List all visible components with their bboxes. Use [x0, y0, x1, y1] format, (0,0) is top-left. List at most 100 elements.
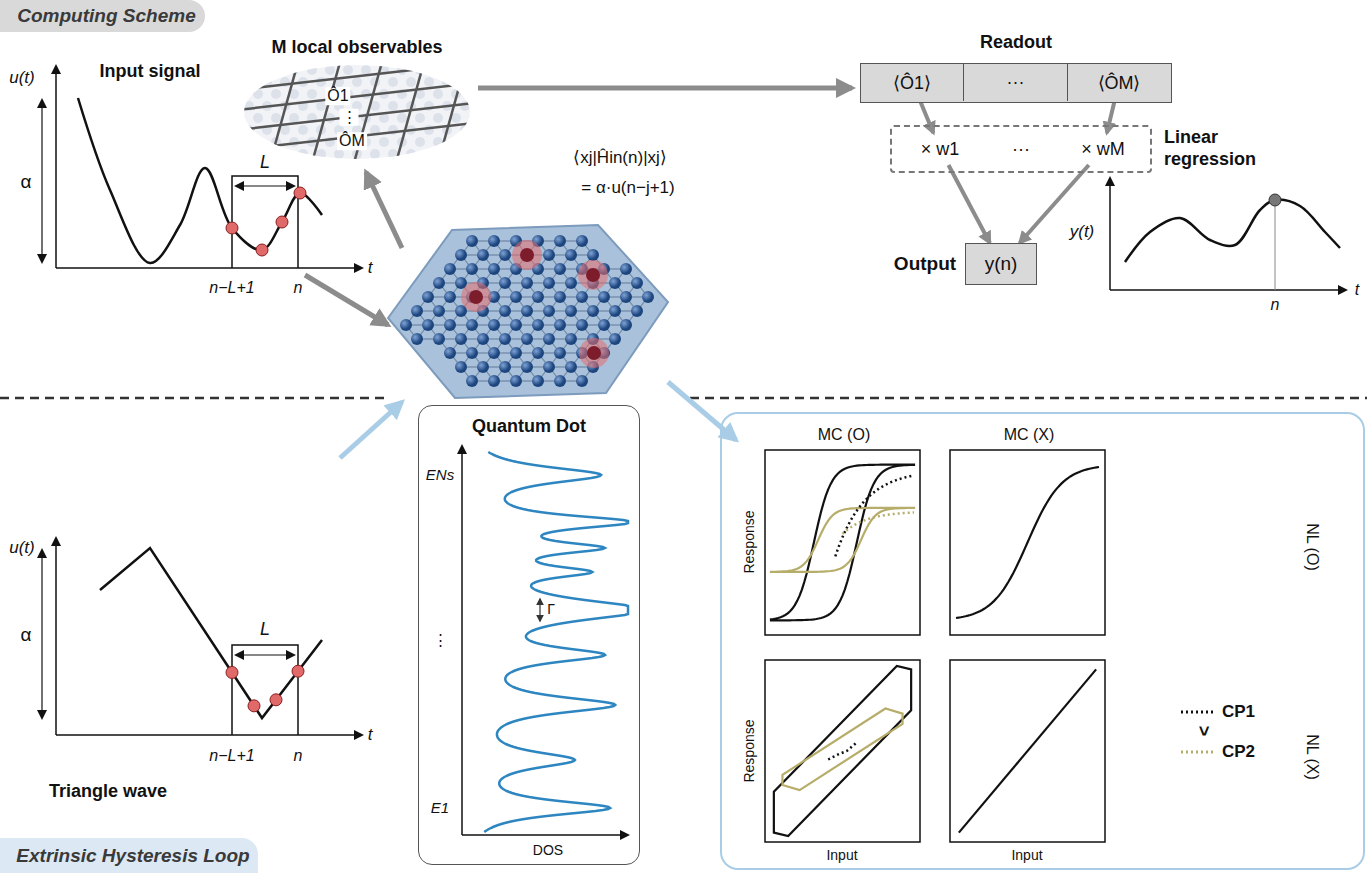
lattice-site [411, 333, 423, 345]
lattice-plate [388, 225, 668, 398]
grid-dot [406, 149, 416, 159]
grid-line [268, 55, 300, 170]
grid-line [310, 55, 342, 170]
flow-arrow [478, 86, 852, 91]
node-text: Linear regression [1164, 127, 1276, 170]
lattice-bonds [406, 241, 648, 381]
lattice-site [488, 263, 500, 275]
output-dot [1269, 194, 1281, 206]
grid-dot [334, 101, 344, 111]
lattice-site [433, 277, 445, 289]
grid-dot [343, 65, 353, 75]
lattice-site [565, 249, 577, 261]
lattice-site [521, 333, 533, 345]
lattice-site [576, 235, 588, 247]
lattice-site [620, 263, 632, 275]
grid-dot [361, 137, 371, 147]
readout-cell: ⟨ÔM⟩ [1068, 64, 1170, 101]
sample-dot [276, 216, 288, 228]
output-box: y(n) [965, 243, 1037, 285]
input-site [586, 268, 600, 282]
lattice-site [477, 361, 489, 373]
grid-dot [469, 137, 479, 147]
plot-label: t [1355, 281, 1359, 299]
grid-dot [478, 149, 488, 159]
lattice-site [565, 305, 577, 317]
sample-dot [248, 700, 260, 712]
plot-label: ⋮ [340, 109, 359, 126]
sample-dot [294, 187, 306, 199]
weight-term: × w1 [904, 133, 976, 165]
lattice-site [444, 347, 456, 359]
lattice-site [466, 235, 478, 247]
lattice-site [609, 305, 621, 317]
grid-dot [271, 65, 281, 75]
lattice-site [543, 305, 555, 317]
sample-dot [226, 666, 238, 678]
window-arrow [236, 654, 294, 655]
legend-line [1181, 751, 1215, 754]
plot-label: Response [742, 510, 757, 573]
lattice-site [543, 333, 555, 345]
grid-dot [298, 149, 308, 159]
lattice-site [466, 263, 478, 275]
plot-label: Input [826, 848, 857, 863]
grid-line [220, 60, 500, 92]
legend-line [1181, 711, 1215, 714]
lattice-site [554, 291, 566, 303]
node-text: Extrinsic Hysteresis Loop [16, 845, 249, 867]
readout-bar: Readout⟨Ô1⟩···⟨ÔM⟩ [860, 63, 1172, 103]
lattice-site [499, 277, 511, 289]
plot-label: = α·u(n−j+1) [581, 179, 674, 198]
flow-connector [948, 165, 989, 243]
window-arrow [236, 185, 294, 186]
grid-dot [271, 89, 281, 99]
plot-frame [765, 660, 920, 842]
lattice-site [411, 305, 423, 317]
grid-dot [469, 65, 479, 75]
sample-dot [270, 694, 282, 706]
node-text: Computing Scheme [17, 5, 195, 27]
lattice-site [477, 249, 489, 261]
plot-label: n [1271, 296, 1280, 314]
window-box [232, 645, 298, 735]
hysteresis-loop [774, 666, 911, 836]
lattice-site [422, 319, 434, 331]
grid-dot [325, 65, 335, 75]
lattice-site [576, 291, 588, 303]
lattice-site [444, 319, 456, 331]
grid-line [220, 80, 500, 112]
lattice-site [455, 361, 467, 373]
grid-dot [478, 101, 488, 111]
lattice-site [609, 333, 621, 345]
lattice-site [598, 291, 610, 303]
lattice-site [543, 249, 555, 261]
lattice-site [433, 333, 445, 345]
lattice-site [565, 361, 577, 373]
node-text: × wM [1081, 139, 1125, 160]
grid-dot [388, 149, 398, 159]
lattice-site [499, 333, 511, 345]
sample-dot [256, 244, 268, 256]
input-site-glow [579, 338, 609, 368]
response-curve [956, 467, 1099, 618]
flow-connector [920, 101, 933, 133]
lattice-site [400, 319, 412, 331]
lattice-site [631, 305, 643, 317]
output-curve [1125, 200, 1340, 262]
lattice-site [499, 361, 511, 373]
input-site-glow [578, 260, 608, 290]
dos-curve [484, 452, 628, 832]
lattice-site [455, 249, 467, 261]
lattice-site [510, 375, 522, 387]
plot-frame [950, 660, 1105, 842]
grid-dot [316, 101, 326, 111]
lattice-site [620, 319, 632, 331]
grid-dot [334, 125, 344, 135]
legend-item: CP2 [1180, 742, 1255, 762]
grid-dot [244, 77, 254, 87]
node-text: MC (O) [818, 426, 870, 444]
plot-label: u(t) [9, 69, 35, 88]
